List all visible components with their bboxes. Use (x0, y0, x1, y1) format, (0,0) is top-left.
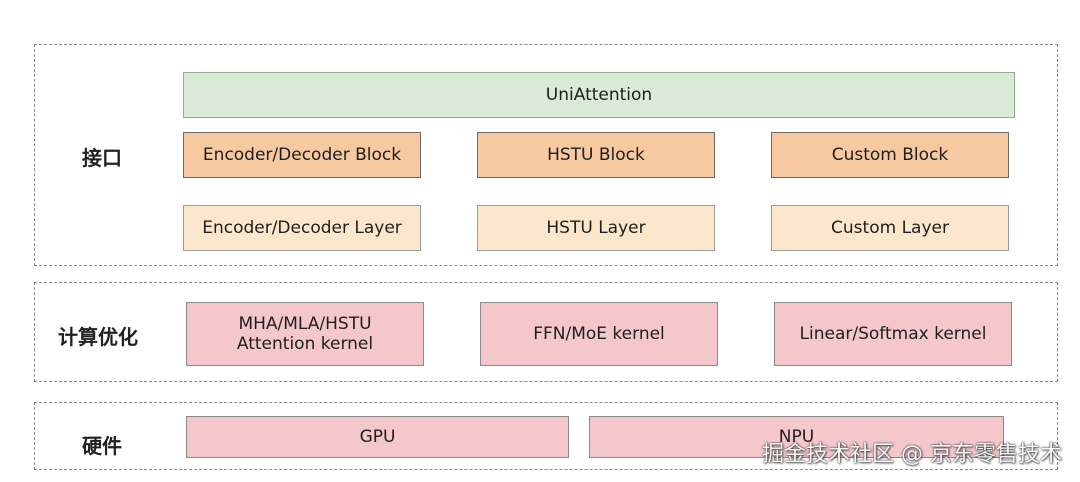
gpu-box: GPU (186, 416, 569, 458)
encoder-decoder-layer-box: Encoder/Decoder Layer (183, 205, 421, 251)
hardware-layer-label: 硬件 (82, 434, 122, 458)
encoder-decoder-block-box: Encoder/Decoder Block (183, 132, 421, 178)
hardware-layer-frame (34, 402, 1058, 470)
hstu-block-box: HSTU Block (477, 132, 715, 178)
compute-layer-frame (34, 282, 1058, 382)
custom-layer-box: Custom Layer (771, 205, 1009, 251)
interface-layer-label: 接口 (82, 146, 122, 170)
ffn-moe-kernel-box: FFN/MoE kernel (480, 302, 718, 366)
compute-layer-label: 计算优化 (58, 325, 138, 349)
npu-box: NPU (589, 416, 1004, 458)
interface-layer-frame (34, 44, 1058, 266)
custom-block-box: Custom Block (771, 132, 1009, 178)
uniattention-box: UniAttention (183, 72, 1015, 118)
linear-softmax-kernel-box: Linear/Softmax kernel (774, 302, 1012, 366)
watermark-text: 掘金技术社区 @ 京东零售技术 (762, 442, 1062, 467)
attention-kernel-box: MHA/MLA/HSTU Attention kernel (186, 302, 424, 366)
hstu-layer-box: HSTU Layer (477, 205, 715, 251)
